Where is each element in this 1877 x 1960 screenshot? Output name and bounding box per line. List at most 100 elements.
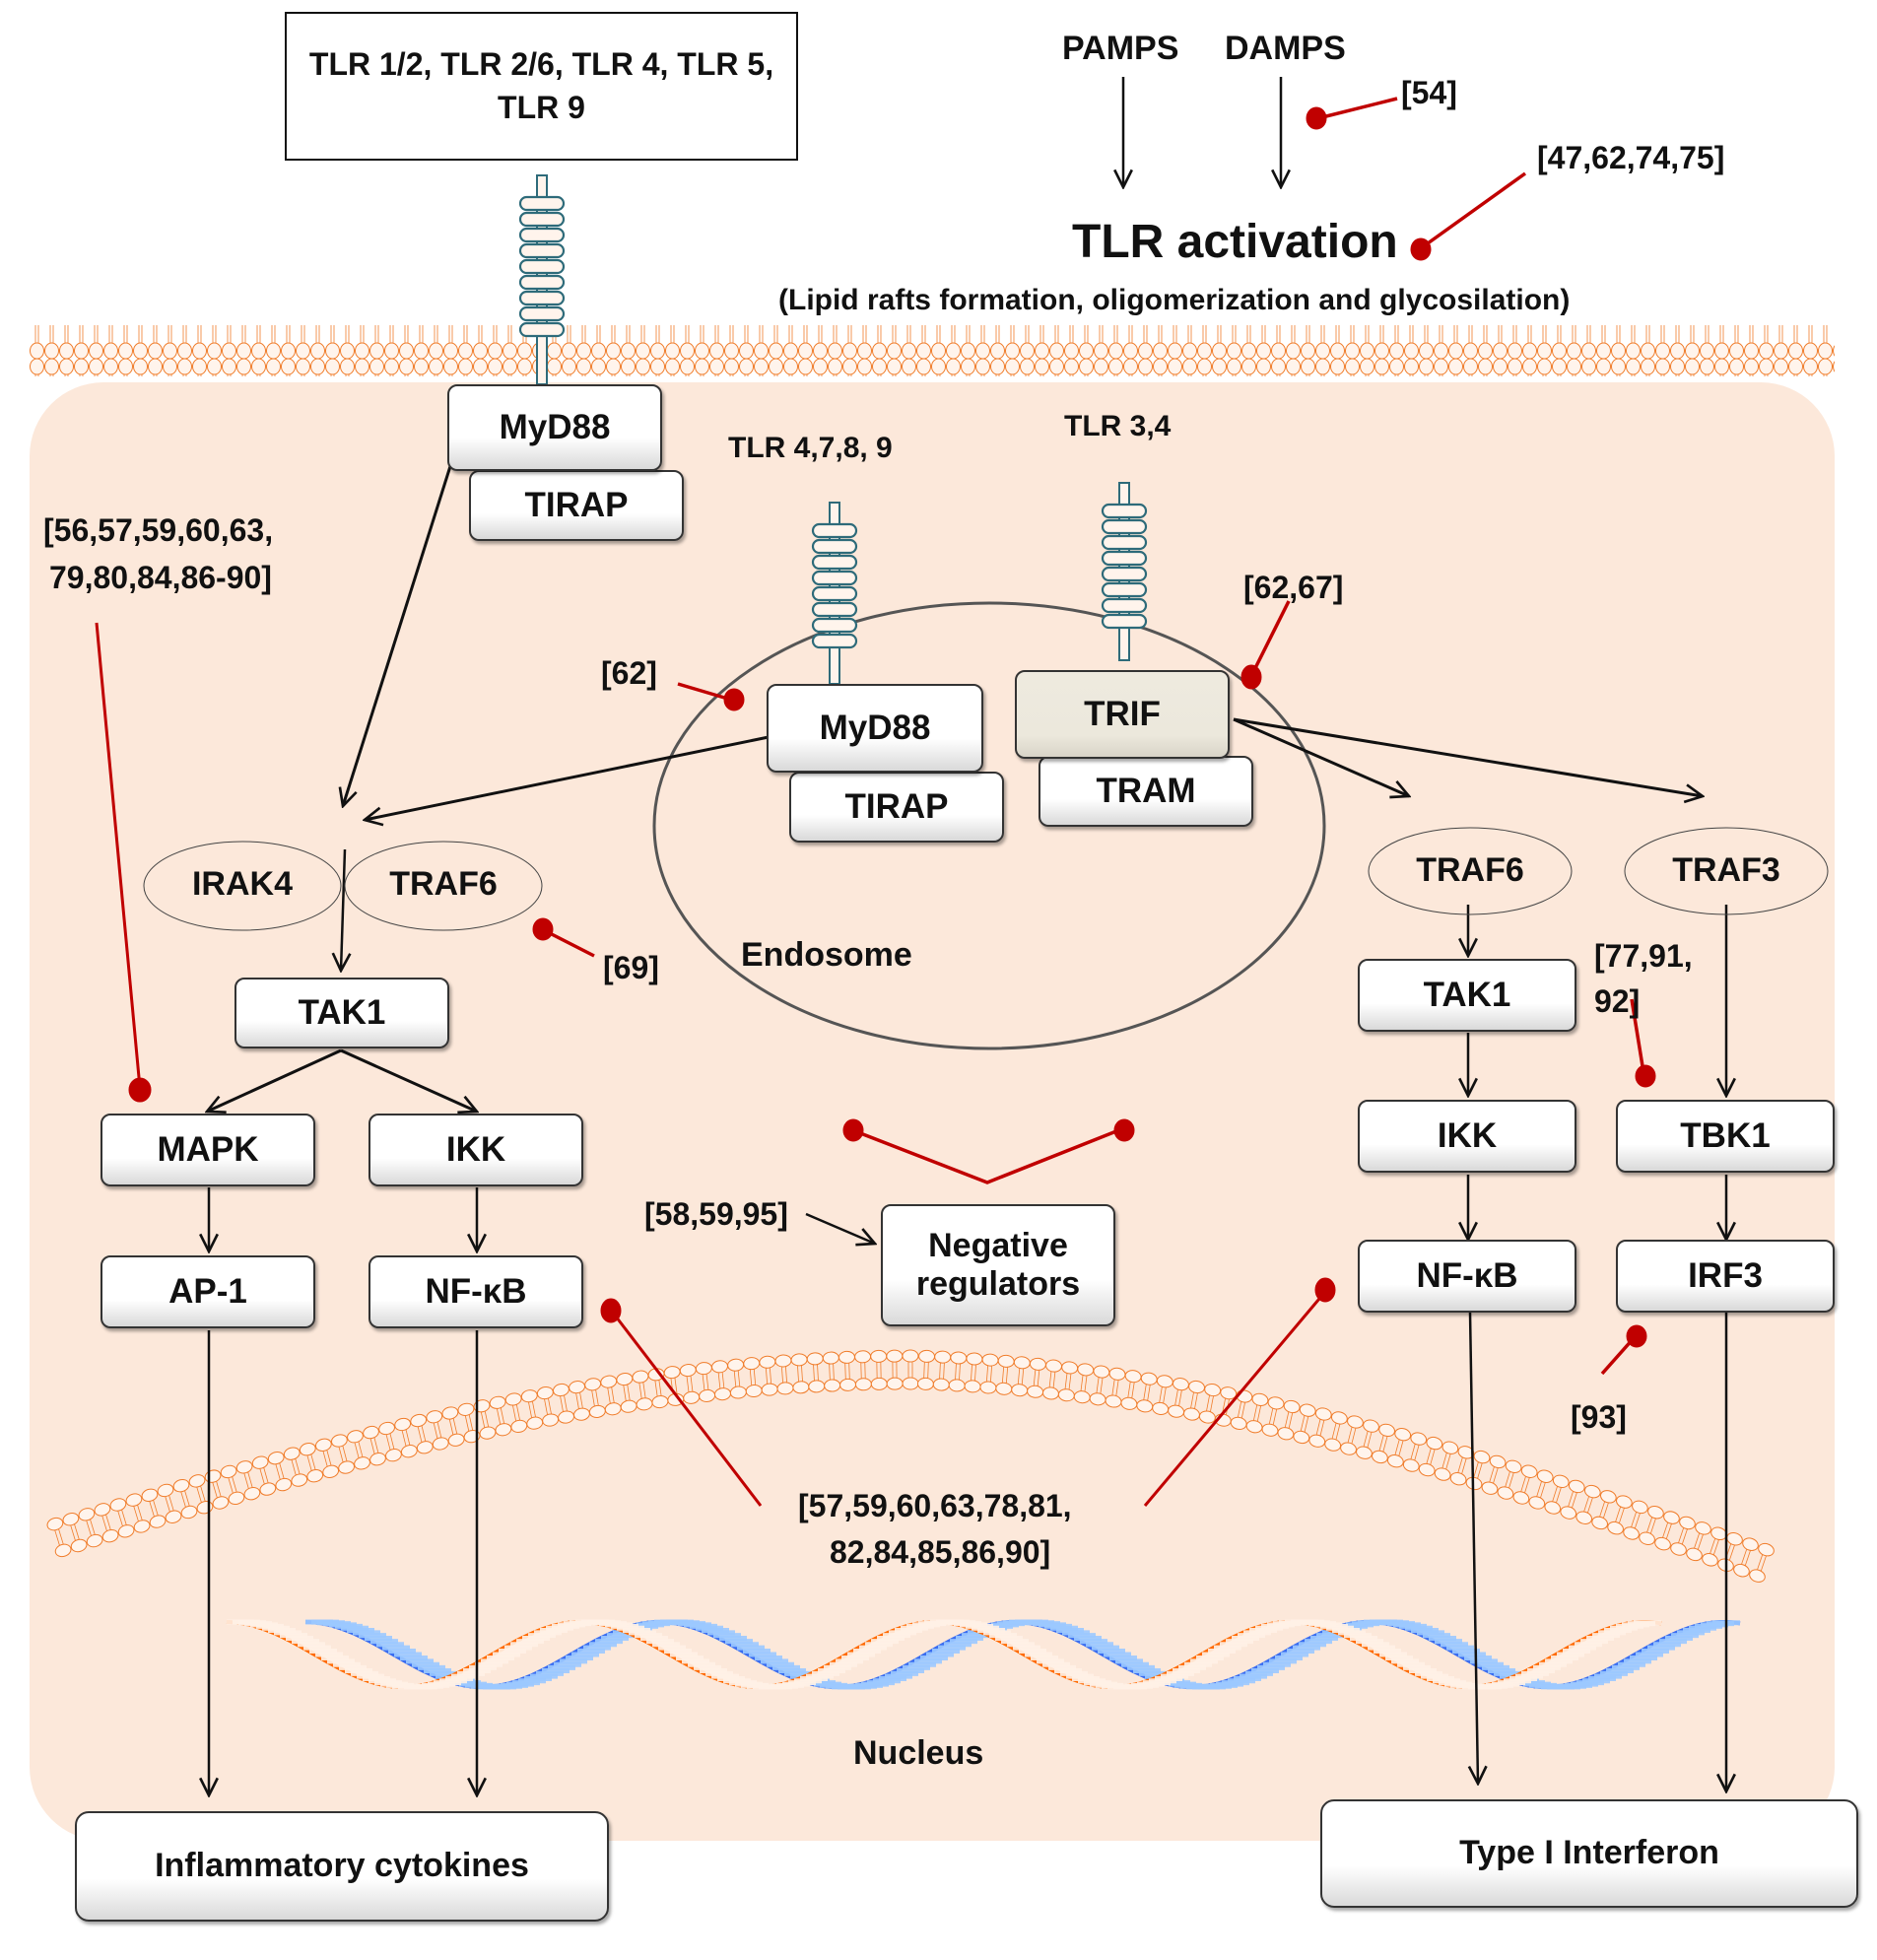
node-label: MyD88 (499, 407, 611, 446)
inhibitor-negative-right (1113, 1118, 1135, 1142)
arrow-trif-to-traf6 (1233, 717, 1409, 796)
node-ap1[interactable]: AP-1 (101, 1255, 315, 1328)
node-label: TAK1 (298, 992, 386, 1032)
endosomal-tlr-myd88-receptor-icon (811, 502, 858, 685)
inhibitor-62 (723, 688, 745, 711)
node-label: MyD88 (819, 708, 931, 747)
ref-62-67: [62,67] (1243, 570, 1344, 605)
endosome-membrane (652, 601, 1326, 1050)
ref-62: [62] (601, 655, 657, 691)
tlr-4-7-8-9-label: TLR 4,7,8, 9 (728, 432, 893, 464)
inhibitor-56 (128, 1077, 152, 1103)
arrow-traf6-to-tak1 (341, 848, 345, 971)
node-label: TIRAP (844, 786, 949, 826)
output-inflammatory-cytokines[interactable]: Inflammatory cytokines (75, 1811, 609, 1922)
node-tbk1[interactable]: TBK1 (1616, 1100, 1835, 1173)
node-label: TRAM (1096, 771, 1196, 810)
tlr-3-4-label: TLR 3,4 (1064, 410, 1172, 442)
node-traf6-left[interactable]: TRAF6 (389, 865, 498, 903)
ref-57-line2: 82,84,85,86,90] (830, 1534, 1051, 1570)
node-nfkb-right[interactable]: NF-κB (1358, 1240, 1576, 1313)
oval-traf3 (1624, 827, 1829, 915)
inhibitor-47 (1410, 237, 1432, 261)
output-type-i-interferon[interactable]: Type I Interferon (1320, 1799, 1858, 1908)
tlr-activation-subtitle: (Lipid rafts formation, oligomerization … (778, 284, 1571, 316)
node-nfkb-left[interactable]: NF-κB (369, 1255, 583, 1328)
node-label: AP-1 (168, 1271, 247, 1311)
output-label: Type I Interferon (1459, 1834, 1719, 1872)
ref-77-91-line1: [77,91, (1594, 938, 1693, 974)
surface-tlr-receptor-icon (518, 174, 566, 385)
nucleus-label: Nucleus (853, 1734, 984, 1772)
ref-57-line1: [57,59,60,63,78,81, (798, 1488, 1072, 1523)
node-label: MAPK (157, 1129, 259, 1169)
oval-irak4 (143, 841, 342, 931)
cytoplasm (30, 382, 1835, 1841)
node-tram[interactable]: TRAM (1039, 756, 1253, 827)
oval-traf6-right (1368, 827, 1573, 915)
inhibitor-93 (1626, 1324, 1647, 1348)
node-label: NF-κB (425, 1271, 527, 1311)
node-ikk-right[interactable]: IKK (1358, 1100, 1576, 1173)
ref-69: [69] (603, 950, 659, 985)
node-label: IKK (445, 1129, 506, 1169)
inhibitor-negative-left (842, 1118, 864, 1142)
ref-58-59-95: [58,59,95] (644, 1196, 788, 1232)
node-label-line1: Negative (928, 1226, 1068, 1264)
plasma-membrane (30, 325, 1835, 376)
node-tirap-surface[interactable]: TIRAP (469, 470, 684, 541)
node-label: TBK1 (1680, 1115, 1771, 1155)
node-mapk[interactable]: MAPK (101, 1114, 315, 1186)
ref-54: [54] (1401, 75, 1457, 110)
node-label-line2: regulators (915, 1265, 1081, 1303)
node-label: NF-κB (1416, 1255, 1518, 1295)
node-label: TAK1 (1423, 975, 1511, 1014)
inhibitor-54 (1306, 106, 1327, 130)
damps-label: DAMPS (1225, 30, 1346, 67)
node-trif[interactable]: TRIF (1015, 670, 1230, 759)
inhibitor-69 (532, 917, 554, 941)
inhibitor-57-left (600, 1298, 622, 1323)
node-irf3[interactable]: IRF3 (1616, 1240, 1835, 1313)
surface-tlr-line1: TLR 1/2, TLR 2/6, TLR 4, TLR 5, (308, 46, 774, 83)
node-irak4[interactable]: IRAK4 (191, 865, 294, 903)
node-negative-regulators[interactable]: Negative regulators (881, 1204, 1115, 1326)
node-tirap-endosome[interactable]: TIRAP (789, 772, 1004, 843)
ref-77-91-line2: 92] (1594, 983, 1641, 1019)
surface-tlr-box: TLR 1/2, TLR 2/6, TLR 4, TLR 5, TLR 9 (285, 12, 798, 161)
node-ikk-left[interactable]: IKK (369, 1114, 583, 1186)
endosome-label: Endosome (741, 936, 912, 974)
nuclear-membrane (46, 1349, 1775, 1583)
node-tak1-left[interactable]: TAK1 (235, 978, 449, 1048)
ref-56-line2: 79,80,84,86-90] (49, 560, 272, 595)
tlr-activation-title: TLR activation (1072, 216, 1398, 268)
inhibitor-57-right (1314, 1277, 1336, 1303)
node-label: TIRAP (524, 485, 629, 524)
inhibitor-77 (1635, 1064, 1656, 1088)
inhibitor-62-67 (1240, 664, 1262, 690)
endosomal-tlr-trif-receptor-icon (1101, 482, 1148, 661)
arrow-myd88-to-irak4 (343, 462, 453, 806)
arrow-endo-myd88-to-irak4 (365, 735, 770, 820)
node-myd88-endosome[interactable]: MyD88 (767, 684, 983, 773)
ref-47-62-74-75: [47,62,74,75] (1537, 140, 1725, 175)
node-label: IRF3 (1688, 1255, 1763, 1295)
node-traf6-right[interactable]: TRAF6 (1416, 851, 1524, 889)
output-label: Inflammatory cytokines (155, 1847, 529, 1885)
node-label: TRIF (1084, 694, 1161, 733)
node-tak1-right[interactable]: TAK1 (1358, 959, 1576, 1032)
arrow-tak1-to-mapk (207, 1048, 342, 1112)
arrow-nfkbr-to-ifn (1470, 1312, 1478, 1784)
node-traf3[interactable]: TRAF3 (1672, 851, 1780, 889)
pamps-label: PAMPS (1062, 30, 1179, 67)
node-myd88-surface[interactable]: MyD88 (447, 384, 662, 471)
node-label: IKK (1437, 1115, 1498, 1155)
arrow-trif-to-traf3 (1233, 717, 1703, 796)
arrow-tak1-to-ikk (340, 1048, 477, 1112)
ref-56-line1: [56,57,59,60,63, (43, 512, 274, 548)
inhibitor-links (95, 97, 1656, 1507)
ref-93: [93] (1571, 1399, 1627, 1435)
